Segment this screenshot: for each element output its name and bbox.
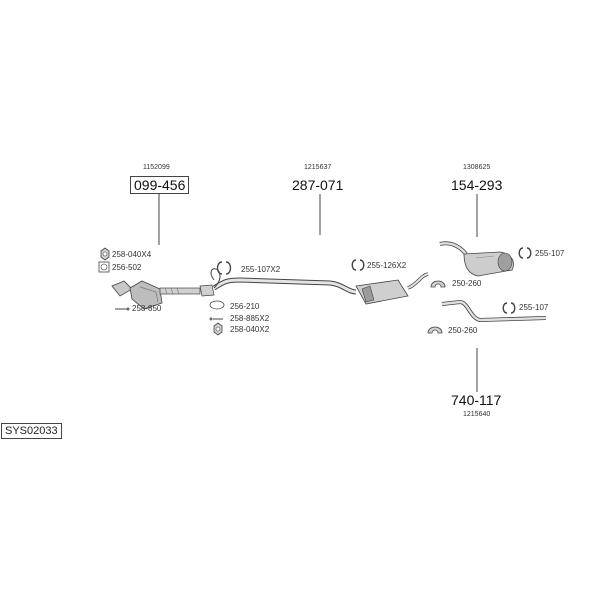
assembly-part-number-2[interactable]: 287-071 (292, 177, 344, 193)
assembly-part-number-3[interactable]: 154-293 (451, 177, 503, 193)
fitting-label-8[interactable]: 255-126X2 (367, 261, 407, 270)
assembly-ref-2: 1215637 (304, 164, 332, 171)
hanger-icon (351, 259, 365, 271)
fitting-label-7[interactable]: 258-040X2 (230, 325, 270, 334)
clamp-icon (427, 326, 443, 334)
centre-pipe-part[interactable] (210, 268, 429, 305)
fitting-label-2[interactable]: 256-502 (112, 263, 142, 272)
fitting-label-11[interactable]: 255-107 (519, 303, 549, 312)
catalytic-converter-part[interactable] (111, 280, 215, 310)
flange-gasket-icon (209, 300, 225, 310)
fitting-label-10[interactable]: 250-260 (452, 279, 482, 288)
assembly-ref-1: 1152099 (143, 164, 170, 171)
system-code-badge: SYS02033 (1, 423, 62, 439)
hanger-icon (216, 261, 232, 275)
hanger-icon (502, 302, 516, 314)
fitting-label-6[interactable]: 258-885X2 (230, 314, 270, 323)
fitting-label-5[interactable]: 256-210 (230, 302, 260, 311)
fitting-label-3[interactable]: 258-850 (132, 304, 162, 313)
fitting-label-1[interactable]: 258-040X4 (112, 250, 152, 259)
fitting-label-12[interactable]: 250-260 (448, 326, 478, 335)
assembly-ref-3: 1308625 (463, 164, 491, 171)
assembly-ref-4: 1215640 (463, 411, 491, 418)
rear-muffler-part[interactable] (439, 241, 514, 277)
rear-pipe-part[interactable] (441, 299, 547, 323)
fitting-label-9[interactable]: 255-107 (535, 249, 565, 258)
hanger-icon (518, 247, 532, 259)
assembly-part-number-1[interactable]: 099-456 (130, 176, 190, 194)
clamp-icon (430, 280, 446, 288)
fitting-label-4[interactable]: 255-107X2 (241, 265, 281, 274)
assembly-part-number-4[interactable]: 740-117 (451, 392, 502, 408)
